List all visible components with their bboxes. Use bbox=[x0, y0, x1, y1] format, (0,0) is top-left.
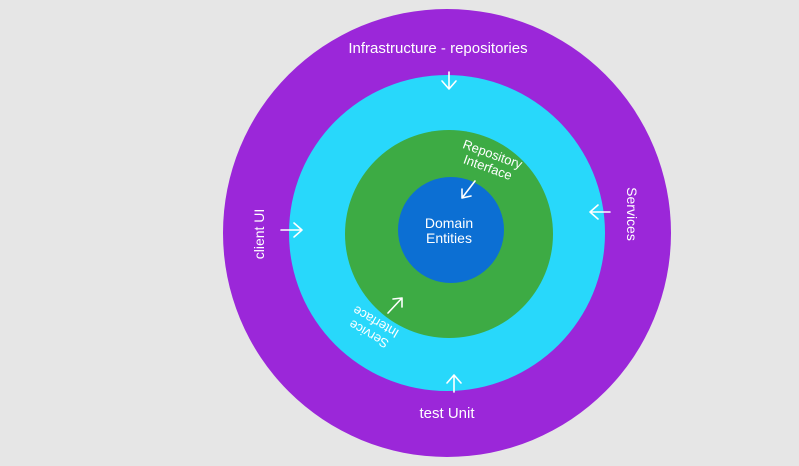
test-unit-label: test Unit bbox=[419, 405, 475, 422]
arrow-up-icon bbox=[446, 374, 462, 393]
domain-entities-line1: Domain bbox=[425, 215, 473, 231]
arrow-up-right-icon bbox=[387, 297, 403, 314]
domain-core bbox=[398, 177, 504, 283]
arrow-down-icon bbox=[441, 71, 457, 90]
services-label: Services bbox=[624, 187, 640, 241]
arrow-right-icon bbox=[280, 222, 303, 238]
infrastructure-label: Infrastructure - repositories bbox=[348, 40, 527, 57]
arrow-left-icon bbox=[589, 204, 611, 220]
arrow-down-left-icon bbox=[461, 180, 476, 199]
client-ui-label: client UI bbox=[251, 209, 267, 260]
domain-entities-line2: Entities bbox=[426, 230, 472, 246]
